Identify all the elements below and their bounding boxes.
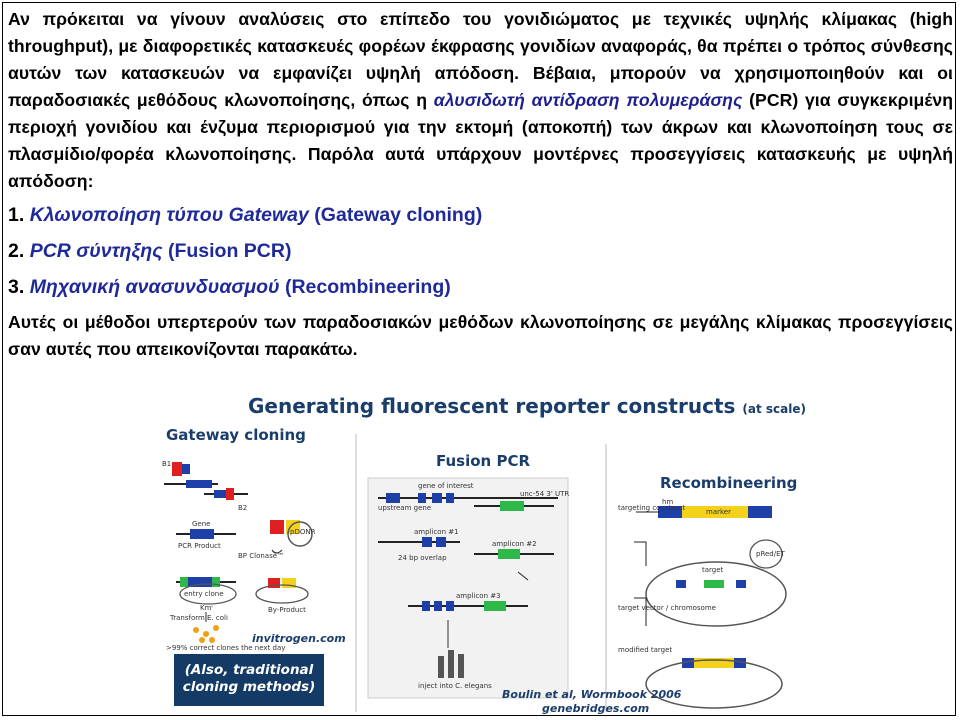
label-inject: inject into C. elegans: [418, 682, 492, 690]
label-bp-clonase: BP Clonase™: [238, 552, 285, 560]
label-modified-target: modified target: [618, 646, 673, 654]
label-upstream-gene: upstream gene: [378, 504, 432, 512]
panel-recombineering-label: Recombineering: [660, 474, 798, 492]
recombineering-schematic: [634, 506, 787, 709]
label-targeting: targeting construct: [618, 504, 686, 512]
panel-gateway-label: Gateway cloning: [166, 426, 306, 444]
intro-text-2: (PCR) για συγκεκριμένη περιοχή γονιδίου …: [8, 90, 953, 191]
label-pdonr: pDONR: [290, 528, 316, 536]
label-gene-of-interest: gene of interest: [418, 482, 474, 490]
method-gateway: 1. Κλωνοποίηση τύπου Gateway (Gateway cl…: [8, 204, 483, 226]
intro-paragraph: Αν πρόκειται να γίνουν αναλύσεις στο επί…: [8, 6, 953, 195]
pcr-term: αλυσιδωτή αντίδραση πολυμεράσης: [433, 90, 743, 110]
credit-invitrogen: invitrogen.com: [252, 632, 346, 645]
gateway-schematic: [164, 462, 313, 643]
conclusion-paragraph: Αυτές οι μέθοδοι υπερτερούν των παραδοσι…: [8, 312, 953, 359]
fusion-pcr-schematic: [367, 477, 569, 699]
credit-boulin: Boulin et al, Wormbook 2006: [502, 688, 682, 701]
label-amplicon-1: amplicon #1: [414, 528, 459, 536]
label-marker: marker: [706, 508, 731, 516]
label-gene: Gene: [192, 520, 211, 528]
figure-title: Generating fluorescent reporter construc…: [248, 394, 806, 418]
method-fusion-pcr: 2. PCR σύντηξης (Fusion PCR): [8, 240, 292, 262]
label-target: target: [702, 566, 724, 574]
label-target-vector: target vector / chromosome: [618, 604, 716, 612]
figure-diagram: [164, 434, 787, 712]
credit-genebridges: genebridges.com: [542, 702, 650, 715]
panel-fusion-label: Fusion PCR: [436, 452, 531, 470]
method-recombineering: 3. Μηχανική ανασυνδυασμού (Recombineerin…: [8, 276, 451, 298]
label-amplicon-2: amplicon #2: [492, 540, 537, 548]
intro-text-1: Αν πρόκειται να γίνουν αναλύσεις στο επί…: [8, 9, 953, 110]
methods-list: 1. Κλωνοποίηση τύπου Gateway (Gateway cl…: [8, 197, 953, 305]
label-correct-clones: >99% correct clones the next day: [166, 644, 286, 652]
label-entry-clone: entry clone: [184, 590, 224, 598]
traditional-methods-callout: (Also, traditional cloning methods): [174, 654, 324, 706]
text-area: Αν πρόκειται να γίνουν αναλύσεις στο επί…: [8, 6, 953, 363]
label-unc54: unc-54 3' UTR: [520, 490, 570, 498]
label-kmr: Kmʳ: [200, 604, 214, 612]
reporter-constructs-figure: Generating fluorescent reporter construc…: [156, 394, 806, 716]
label-b2: B2: [238, 504, 248, 512]
label-pcr-product: PCR Product: [178, 542, 221, 550]
label-amplicon-3: amplicon #3: [456, 592, 501, 600]
label-pred-et: pRed/ET: [756, 550, 785, 558]
label-transform: Transform E. coli: [170, 614, 228, 622]
label-hm: hm: [662, 498, 674, 506]
label-overlap: 24 bp overlap: [398, 554, 447, 562]
label-b1: B1: [162, 460, 172, 468]
label-by-product: By-Product: [268, 606, 306, 614]
